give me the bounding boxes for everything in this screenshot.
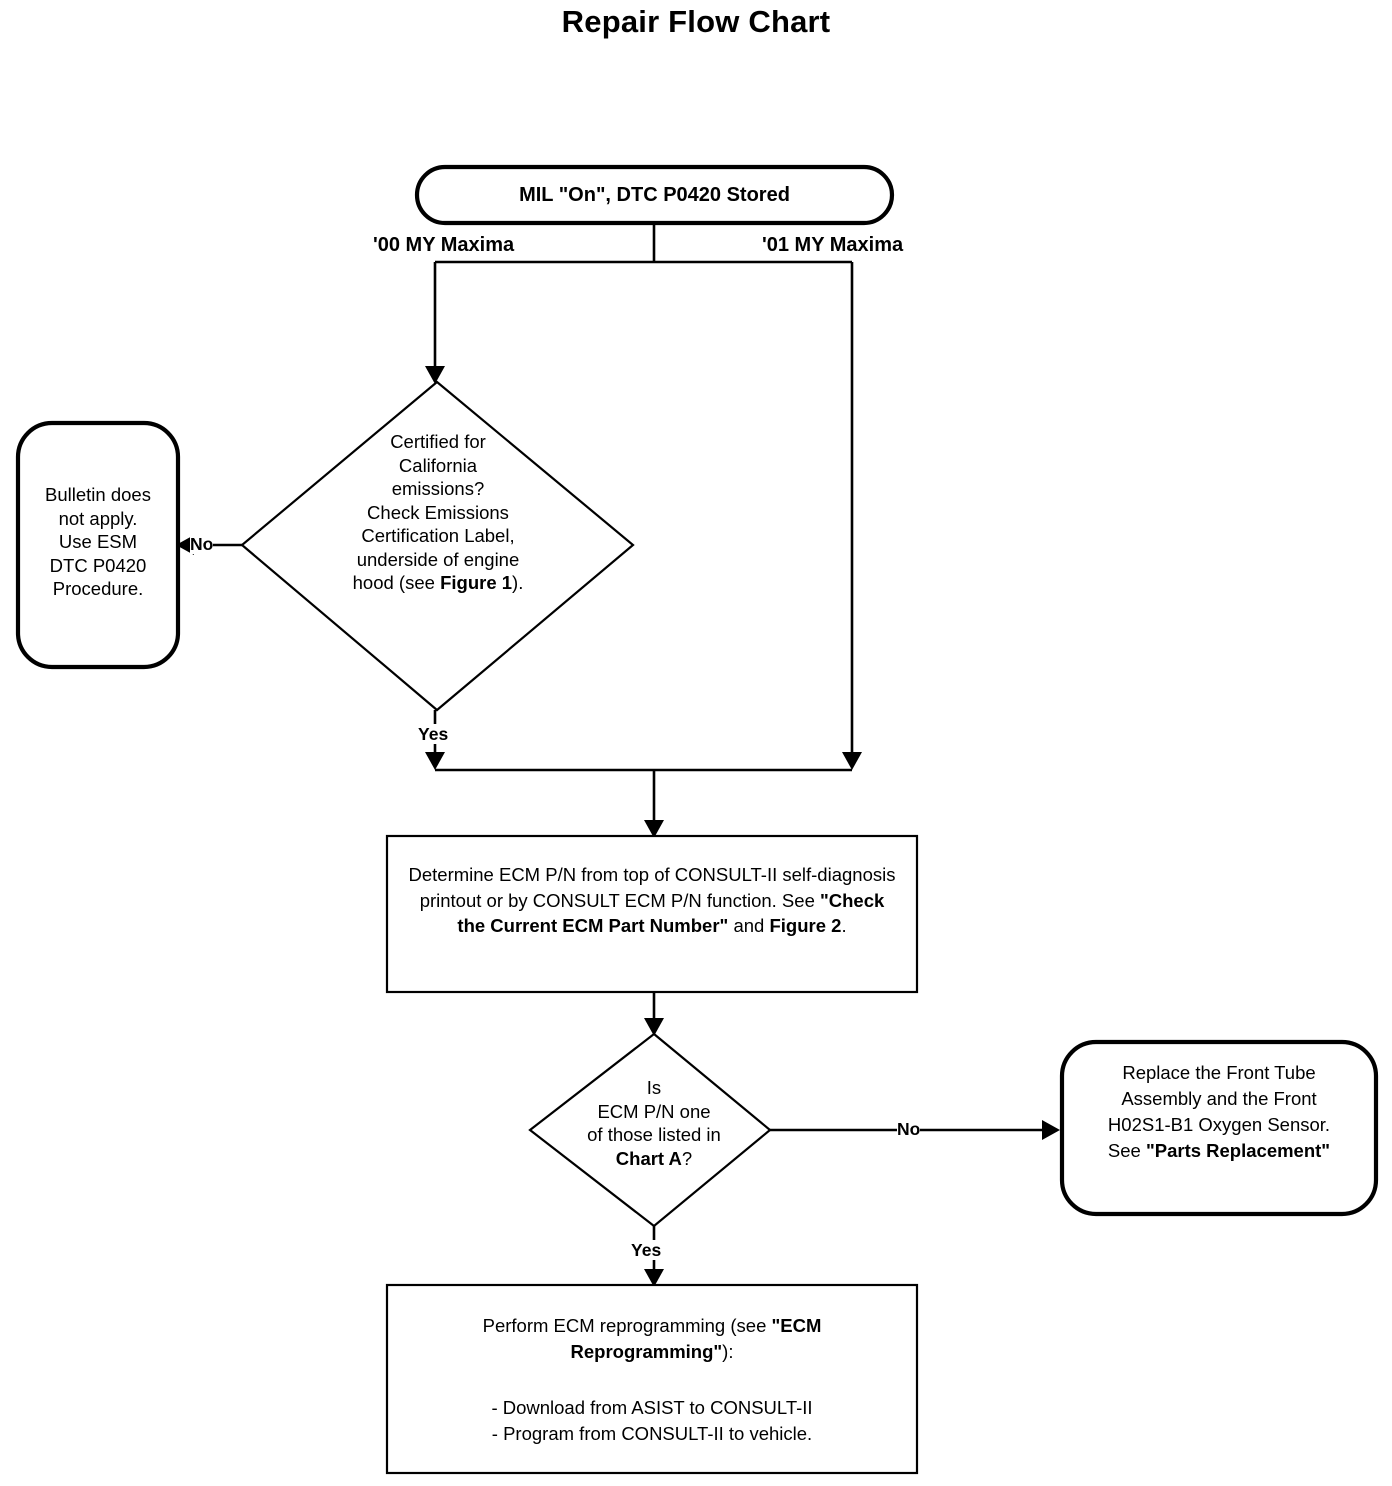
- node-ecm-reprogramming-shape: [385, 1283, 919, 1475]
- edge-label-yes-chart-a-text: Yes: [631, 1240, 662, 1260]
- arrowhead-yes-to-merge: [425, 752, 445, 770]
- arrowhead-to-decision-chart-a: [644, 1018, 664, 1036]
- edge-label-00my: '00 MY Maxima: [373, 234, 514, 257]
- edge-label-no-chart-a-text: No: [897, 1119, 921, 1139]
- edge-label-01my: '01 MY Maxima: [762, 234, 903, 257]
- edge-label-no-chart-a: No: [897, 1119, 921, 1139]
- arrowhead-to-bulletin: [176, 535, 194, 555]
- node-start-shape: [414, 164, 895, 226]
- node-decision-california-shape: [240, 380, 635, 712]
- edge-label-00my-text: '00 MY Maxima: [373, 234, 515, 256]
- edge-label-yes-california-text: Yes: [418, 724, 449, 744]
- node-replace-parts-shape: [1059, 1039, 1379, 1217]
- node-bulletin-shape: [15, 420, 181, 670]
- edge-label-yes-chart-a: Yes: [631, 1240, 662, 1260]
- edge-label-01my-text: '01 MY Maxima: [762, 234, 904, 256]
- arrowhead-to-determine-ecm: [644, 820, 664, 838]
- edge-label-no-california: No: [190, 534, 214, 554]
- arrowhead-to-decision-california: [425, 366, 445, 384]
- arrowhead-to-ecm-reprogramming: [644, 1269, 664, 1287]
- edge-label-yes-california: Yes: [418, 724, 449, 744]
- arrowhead-to-replace-parts: [1042, 1120, 1060, 1140]
- page-title: Repair Flow Chart: [561, 4, 831, 39]
- node-determine-ecm-shape: [385, 834, 919, 994]
- arrowhead-01my-to-merge: [842, 752, 862, 770]
- edge-label-no-california-text: No: [190, 534, 214, 554]
- node-decision-chart-a-shape: [528, 1032, 772, 1228]
